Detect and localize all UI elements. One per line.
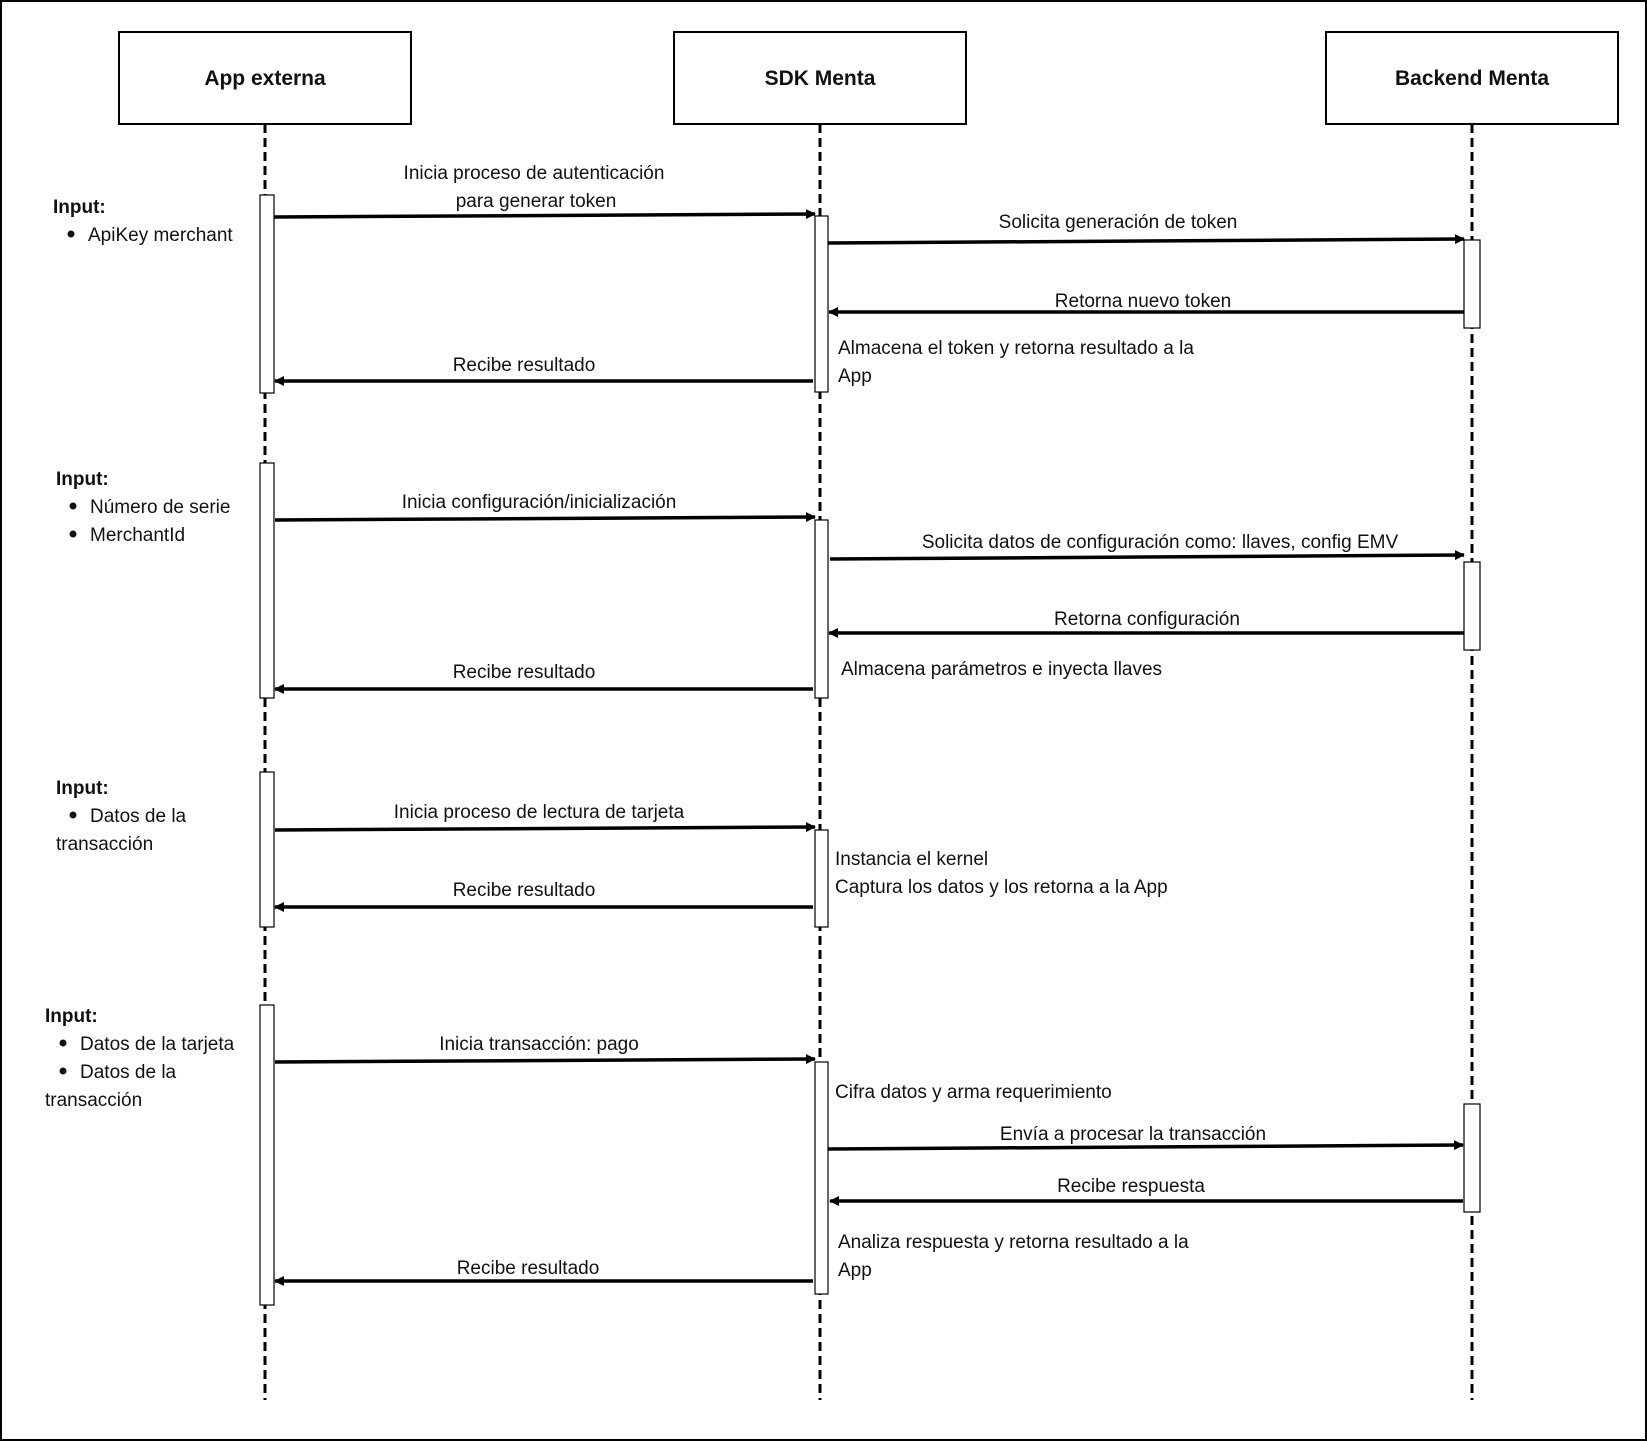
message-2: Solicita generación de token [827, 212, 1465, 245]
note-line: Captura los datos y los retorna a la App [835, 877, 1168, 898]
note-3: Instancia el kernel Captura los datos y … [835, 849, 1168, 898]
input-block-2: Input: Número de serie MerchantId [56, 469, 230, 546]
input-item: transacción [45, 1090, 142, 1111]
message-arrow [829, 550, 1465, 561]
bullet-icon [67, 230, 75, 238]
message-label: Recibe resultado [453, 662, 596, 683]
message-label: Inicia configuración/inicialización [402, 492, 677, 513]
activation-app-3 [259, 771, 275, 928]
activation-backend-2 [1463, 561, 1481, 651]
note-line: Almacena el token y retorna resultado a … [838, 338, 1194, 359]
note-line: Almacena parámetros e inyecta llaves [841, 659, 1162, 680]
participant-app: App externa [118, 31, 412, 125]
message-10: Recibe resultado [274, 880, 813, 912]
message-11: Inicia transacción: pago [274, 1034, 816, 1065]
message-1: Inicia proceso de autenticación para gen… [273, 163, 816, 220]
note-line: App [838, 366, 872, 387]
activation-sdk-2 [814, 519, 829, 699]
activation-app-2 [259, 462, 275, 699]
activation-backend-1 [1463, 239, 1481, 329]
note-line: Cifra datos y arma requerimiento [835, 1082, 1112, 1103]
input-title: Input: [53, 197, 106, 218]
message-label: Recibe resultado [453, 355, 596, 376]
bullet-icon [59, 1039, 67, 1047]
note-line: Instancia el kernel [835, 849, 988, 870]
message-label: Inicia proceso de lectura de tarjeta [394, 802, 685, 823]
input-item: MerchantId [90, 525, 185, 546]
message-arrow [274, 822, 816, 833]
message-label: Solicita datos de configuración como: ll… [922, 532, 1399, 553]
bullet-icon [69, 811, 77, 819]
input-block-4: Input: Datos de la tarjeta Datos de la t… [45, 1006, 235, 1111]
note-line: Analiza respuesta y retorna resultado a … [838, 1232, 1189, 1253]
message-label: Recibe resultado [453, 880, 596, 901]
note-2: Almacena parámetros e inyecta llaves [841, 659, 1162, 680]
bullet-icon [59, 1067, 67, 1075]
input-item: transacción [56, 834, 153, 855]
message-6: Solicita datos de configuración como: ll… [829, 532, 1465, 561]
message-arrow [827, 1140, 1464, 1151]
participant-app-label: App externa [204, 67, 326, 90]
message-label: Envía a procesar la transacción [1000, 1124, 1266, 1145]
activation-app-1 [259, 194, 275, 394]
message-label: Solicita generación de token [999, 212, 1238, 233]
message-7: Retorna configuración [828, 609, 1464, 638]
message-label: Retorna configuración [1054, 609, 1240, 630]
input-item: Datos de la [80, 1062, 177, 1083]
note-5: Analiza respuesta y retorna resultado a … [838, 1232, 1189, 1281]
activation-sdk-4 [814, 1061, 829, 1295]
message-13: Recibe respuesta [829, 1176, 1463, 1206]
bullet-icon [69, 502, 77, 510]
message-label: Inicia transacción: pago [439, 1034, 639, 1055]
note-line: App [838, 1260, 872, 1281]
message-8: Recibe resultado [274, 662, 813, 694]
input-item: ApiKey merchant [88, 225, 233, 246]
message-label: Retorna nuevo token [1055, 291, 1231, 312]
message-3: Retorna nuevo token [828, 291, 1464, 317]
activation-sdk-1 [814, 215, 829, 393]
message-label: Inicia proceso de autenticación [404, 163, 665, 184]
message-5: Inicia configuración/inicialización [274, 492, 816, 523]
input-block-1: Input: ApiKey merchant [53, 197, 233, 246]
message-arrow [274, 512, 816, 523]
message-arrow [273, 209, 816, 220]
input-block-3: Input: Datos de la transacción [56, 778, 187, 855]
input-item: Datos de la [90, 806, 187, 827]
message-arrow [827, 234, 1465, 245]
note-1: Almacena el token y retorna resultado a … [838, 338, 1194, 387]
note-4: Cifra datos y arma requerimiento [835, 1082, 1112, 1103]
message-label: Recibe respuesta [1057, 1176, 1205, 1197]
input-item: Número de serie [90, 497, 230, 518]
bullet-icon [69, 530, 77, 538]
participant-sdk-label: SDK Menta [765, 67, 876, 90]
message-14: Recibe resultado [274, 1258, 813, 1286]
participant-sdk: SDK Menta [673, 31, 967, 125]
message-arrow [274, 1054, 816, 1065]
input-item: Datos de la tarjeta [80, 1034, 235, 1055]
participant-backend: Backend Menta [1325, 31, 1619, 125]
message-4: Recibe resultado [274, 355, 813, 386]
input-title: Input: [56, 469, 109, 490]
input-title: Input: [45, 1006, 98, 1027]
activation-sdk-3 [814, 829, 829, 928]
message-9: Inicia proceso de lectura de tarjeta [274, 802, 816, 833]
participant-backend-label: Backend Menta [1395, 67, 1549, 90]
message-label: Recibe resultado [457, 1258, 600, 1279]
message-12: Envía a procesar la transacción [827, 1124, 1464, 1151]
message-label: para generar token [456, 191, 617, 212]
input-title: Input: [56, 778, 109, 799]
activation-backend-3 [1463, 1103, 1481, 1213]
activation-app-4 [259, 1004, 275, 1306]
